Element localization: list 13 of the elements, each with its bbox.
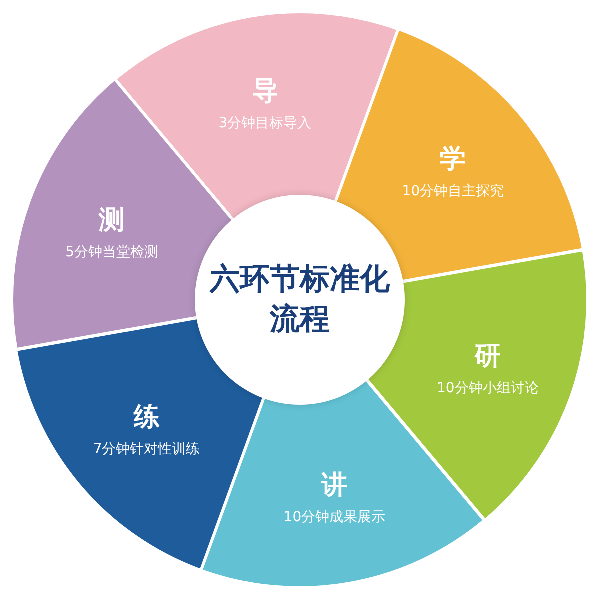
segment-description: 5分钟当堂检测 <box>64 243 160 262</box>
segment-title: 学 <box>439 144 468 177</box>
segment-description: 7分钟针对性训练 <box>92 440 202 458</box>
segment-title: 测 <box>98 204 126 238</box>
segment-title: 讲 <box>320 469 349 502</box>
segment-title: 导 <box>251 76 280 109</box>
segment-description: 3分钟目标导入 <box>218 114 313 133</box>
segment-title: 研 <box>474 340 502 374</box>
segment-title: 练 <box>132 401 161 434</box>
center-title: 六环节标准化流程 <box>208 260 391 339</box>
segment-description: 10分钟成果展示 <box>282 508 387 526</box>
segment-description: 10分钟自主探究 <box>401 182 506 201</box>
segment-description: 10分钟小组讨论 <box>436 380 540 398</box>
